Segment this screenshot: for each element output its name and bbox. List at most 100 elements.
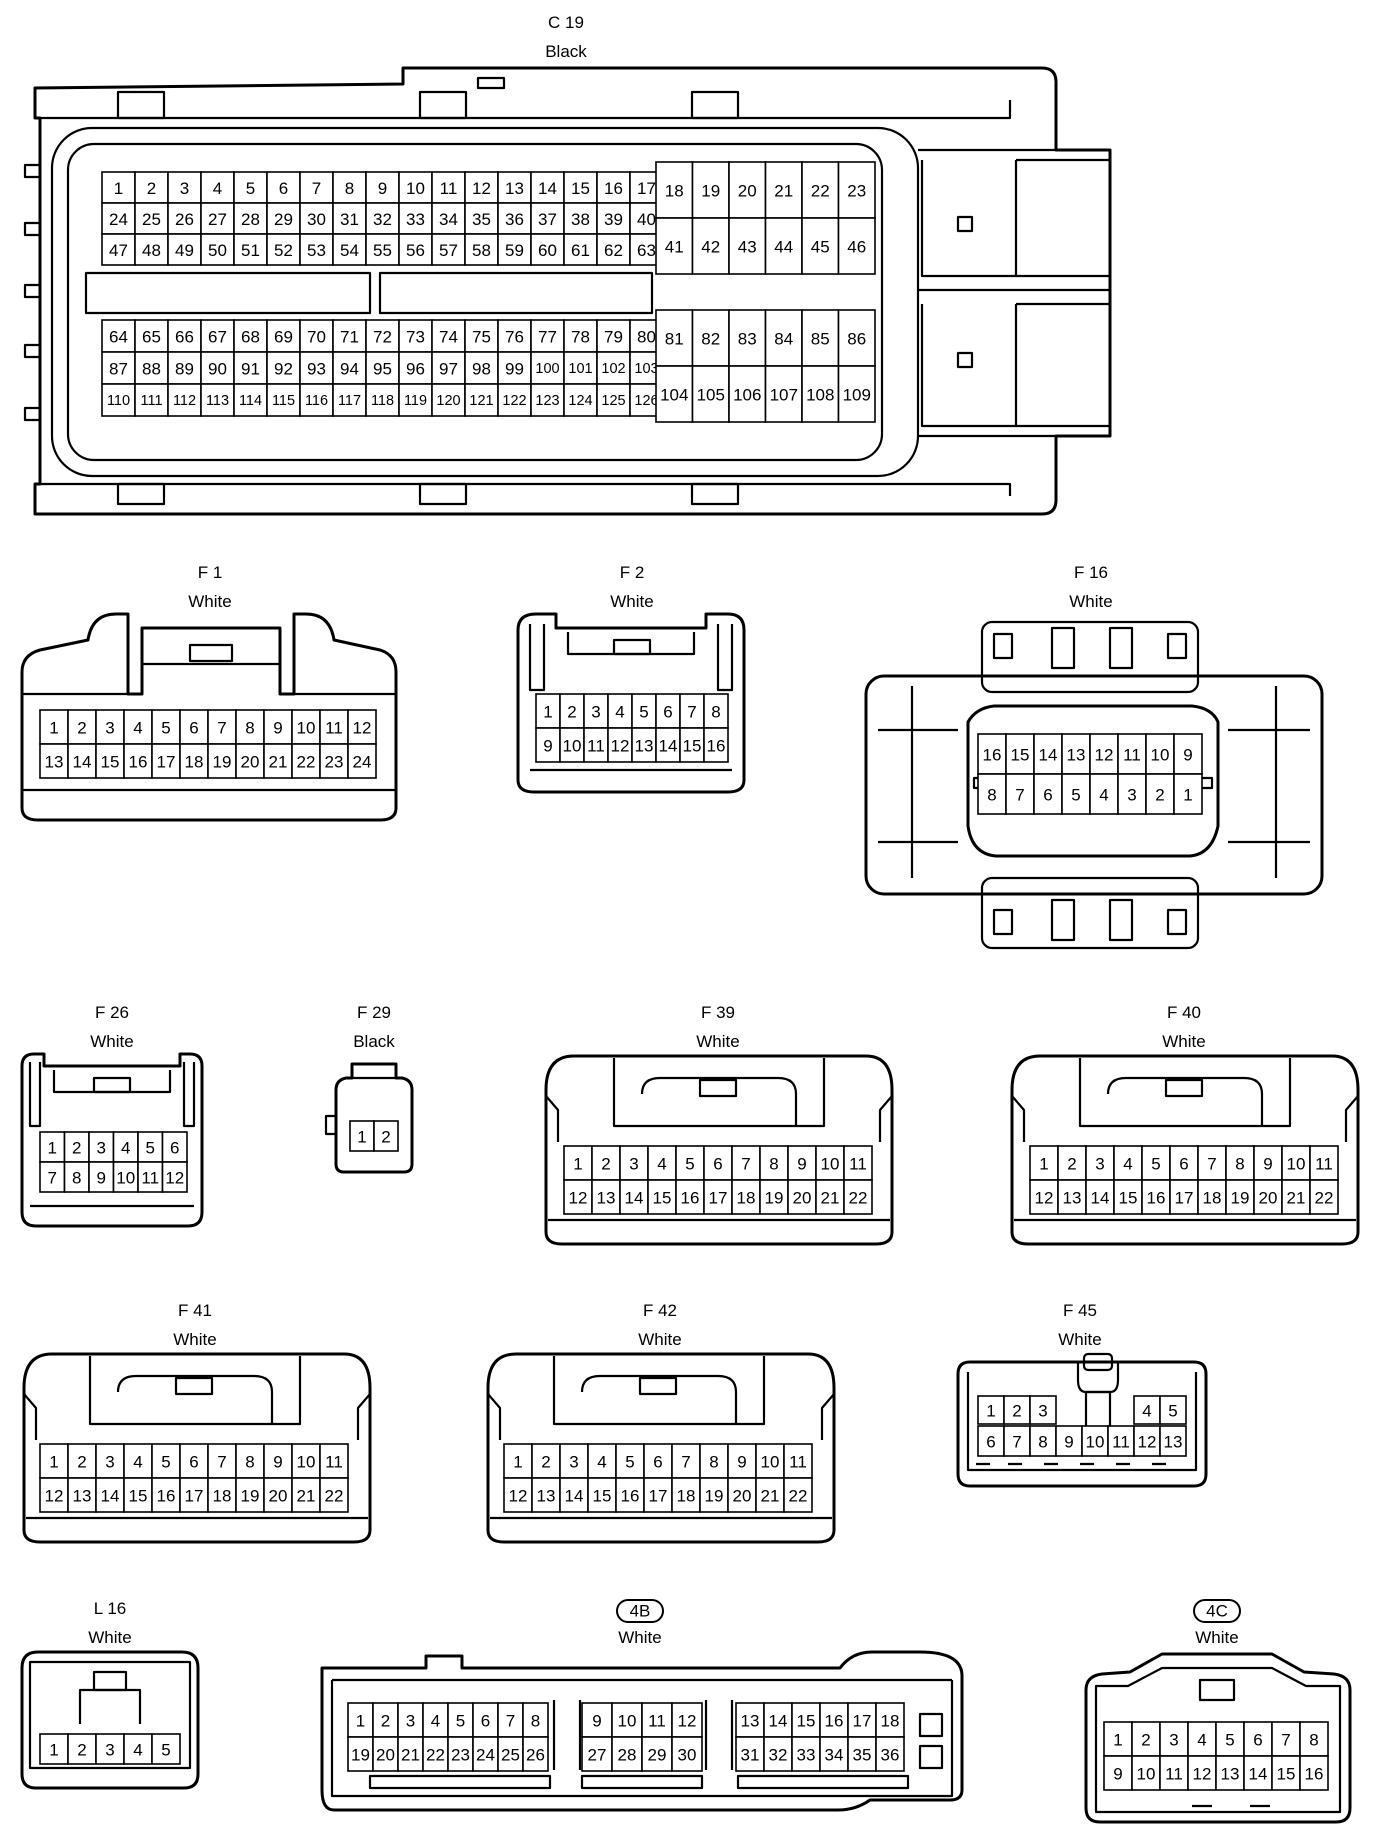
- pin-number: 3: [1127, 786, 1136, 805]
- pin-number: 9: [1263, 1155, 1272, 1174]
- pin-cell: [596, 171, 631, 204]
- pin-cell: [1029, 1425, 1057, 1457]
- pin-cell: [727, 1443, 757, 1479]
- pin-cell: [332, 319, 367, 353]
- pin-number: 27: [588, 1746, 607, 1765]
- pin-cell: [472, 1702, 499, 1738]
- pin-number: 123: [535, 393, 559, 409]
- pin-cell: [151, 1733, 181, 1765]
- pin-number: 9: [737, 1453, 746, 1472]
- pin-number: 11: [789, 1453, 807, 1472]
- pin-number: 15: [101, 753, 120, 772]
- pin-cell: [631, 727, 657, 763]
- pin-number: 38: [571, 210, 590, 229]
- pin-cell: [134, 233, 169, 266]
- pin-cell: [1299, 1755, 1329, 1791]
- pin-number: 124: [568, 393, 592, 409]
- pin-cell: [703, 727, 729, 763]
- pin-number: 42: [701, 238, 720, 257]
- pin-number: 9: [97, 1169, 106, 1188]
- pin-number: 7: [1012, 1433, 1021, 1452]
- pin-cell: [764, 217, 803, 275]
- pin-number: 7: [1281, 1731, 1290, 1750]
- pin-number: 20: [1259, 1189, 1278, 1208]
- pin-cell: [977, 733, 1007, 775]
- pin-number: 3: [629, 1155, 638, 1174]
- pin-number: 10: [116, 1169, 135, 1188]
- pin-number: 14: [538, 179, 557, 198]
- pin-cell: [671, 1443, 701, 1479]
- pin-cell: [1215, 1755, 1245, 1791]
- pin-cell: [398, 233, 433, 266]
- pin-cell: [167, 171, 202, 204]
- pin-cell: [1055, 1425, 1083, 1457]
- pin-cell: [167, 383, 202, 417]
- pin-cell: [691, 365, 730, 423]
- pin-number: 13: [505, 179, 524, 198]
- pin-number: 4: [1197, 1731, 1206, 1750]
- pin-cell: [464, 383, 499, 417]
- connector-name: L 16: [94, 1599, 126, 1618]
- pin-number: 12: [353, 719, 372, 738]
- pin-number: 3: [569, 1453, 578, 1472]
- pin-number: 19: [213, 753, 232, 772]
- pin-number: 96: [406, 360, 425, 379]
- pin-number: 57: [439, 241, 458, 260]
- pin-number: 23: [847, 182, 866, 201]
- pin-number: 30: [678, 1746, 697, 1765]
- pin-number: 122: [502, 393, 526, 409]
- pin-number: 59: [505, 241, 524, 260]
- pin-number: 1: [48, 1139, 57, 1158]
- pin-number: 20: [241, 753, 260, 772]
- pin-number: 16: [983, 746, 1002, 765]
- pin-cell: [497, 202, 532, 235]
- pin-cell: [1187, 1755, 1217, 1791]
- pin-number: 2: [77, 1741, 86, 1760]
- pin-number: 21: [774, 182, 793, 201]
- pin-number: 111: [140, 393, 162, 409]
- pin-cell: [67, 1733, 97, 1765]
- pin-number: 3: [97, 1139, 106, 1158]
- pin-number: 2: [72, 1139, 81, 1158]
- pin-cell: [1159, 1395, 1187, 1425]
- pin-number: 22: [1315, 1189, 1334, 1208]
- pin-cell: [581, 1736, 613, 1772]
- pin-cell: [372, 1702, 399, 1738]
- pin-cell: [1145, 733, 1175, 775]
- pin-number: 8: [345, 179, 354, 198]
- pin-number: 13: [45, 753, 64, 772]
- pin-cell: [39, 1733, 69, 1765]
- pin-number: 19: [701, 182, 720, 201]
- pin-number: 13: [537, 1487, 556, 1506]
- pin-cell: [1005, 773, 1035, 815]
- pin-number: 91: [241, 360, 260, 379]
- pin-cell: [137, 1131, 164, 1163]
- pin-cell: [497, 171, 532, 204]
- pin-number: 8: [709, 1453, 718, 1472]
- pin-cell: [431, 171, 466, 204]
- pin-number: 22: [325, 1487, 344, 1506]
- pin-number: 62: [604, 241, 623, 260]
- pin-number: 119: [404, 393, 427, 409]
- pin-number: 10: [1137, 1765, 1156, 1784]
- pin-cell: [1089, 773, 1119, 815]
- pin-number: 29: [648, 1746, 667, 1765]
- connector-color: White: [618, 1628, 661, 1647]
- pin-number: 24: [476, 1746, 495, 1765]
- pin-cell: [619, 1145, 649, 1181]
- pin-cell: [755, 1477, 785, 1513]
- pin-cell: [373, 1120, 399, 1152]
- pin-cell: [39, 743, 69, 779]
- pin-cell: [151, 743, 181, 779]
- pin-number: 4: [431, 1712, 440, 1731]
- pin-cell: [207, 743, 237, 779]
- pin-number: 92: [274, 360, 293, 379]
- pin-number: 4: [1123, 1155, 1132, 1174]
- pin-cell: [151, 1477, 181, 1513]
- pin-number: 67: [208, 328, 227, 347]
